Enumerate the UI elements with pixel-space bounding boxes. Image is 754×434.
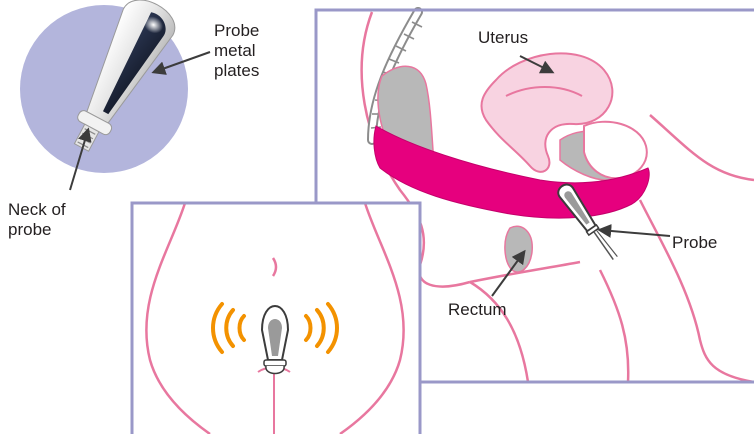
label-neck-of-probe-line1: Neck of: [8, 200, 66, 220]
coccyx-bone: [505, 226, 532, 272]
probe-closeup-inset: [20, 0, 188, 173]
label-probe-metal-plates: Probe metal plates: [214, 21, 259, 81]
label-probe-metal-plates-line3: plates: [214, 61, 259, 81]
label-probe: Probe: [672, 233, 717, 253]
label-rectum: Rectum: [448, 300, 507, 320]
label-probe-metal-plates-line1: Probe: [214, 21, 259, 41]
label-neck-of-probe-line2: probe: [8, 220, 66, 240]
front-view-panel: [132, 203, 420, 434]
label-neck-of-probe: Neck of probe: [8, 200, 66, 240]
probe-icon: [262, 306, 288, 374]
label-probe-metal-plates-line2: metal: [214, 41, 259, 61]
label-uterus: Uterus: [478, 28, 528, 48]
